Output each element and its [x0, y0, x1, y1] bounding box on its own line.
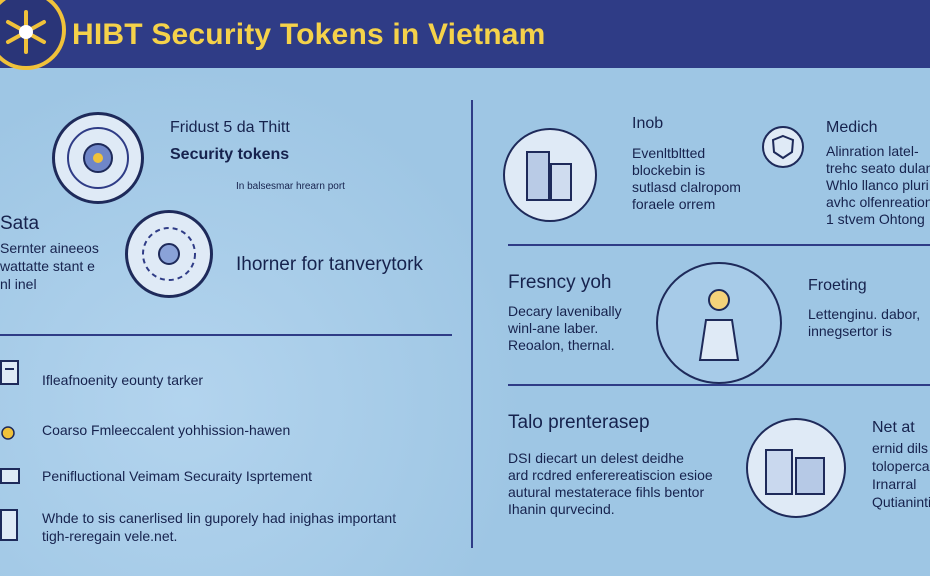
top1-line-3: sutlasd clalropom	[632, 179, 741, 195]
bot1-line-4: Ihanin qurvecind.	[508, 501, 615, 517]
network-circle-icon	[125, 210, 213, 298]
top1-line-2: blockebin is	[632, 162, 706, 178]
right-divider-bottom	[508, 384, 930, 386]
block2-line-3: nl inel	[0, 276, 37, 292]
top2-line-3: Whlo llanco pluri	[826, 177, 929, 193]
right-divider-top	[508, 244, 930, 246]
building-circle-icon	[746, 418, 846, 518]
block1-caption: In balsesmar hrearn port	[236, 181, 345, 192]
mid1-line-3: Reoalon, thernal.	[508, 337, 615, 353]
mid2-line-2: innegsertor is	[808, 323, 893, 339]
list-item: Whde to sis canerlised lin guporely had …	[42, 510, 397, 526]
bot2-line-2: toloperca	[872, 458, 930, 474]
bot1-line-2: ard rcdred enferereatiscion esioe	[508, 467, 713, 483]
top2-line-1: Alinration latel-	[826, 143, 919, 159]
bot1-heading: Talo prenterasep	[508, 412, 650, 433]
mid1-line-1: Decary lavenibally	[508, 303, 622, 319]
top2-line-2: trehc seato dulane	[826, 160, 930, 176]
mid2-heading: Froeting	[808, 277, 867, 294]
mid1-heading: Fresncy yoh	[508, 272, 612, 293]
list-item: tigh-reregain vele.net.	[42, 528, 178, 544]
page-title: HIBT Security Tokens in Vietnam	[72, 18, 546, 51]
top1-heading: Inob	[632, 115, 664, 132]
person-circle-icon	[656, 262, 782, 384]
bot2-line-3: Irnarral	[872, 476, 917, 492]
list-item: Penifluctional Veimam Securaity Isprteme…	[42, 468, 313, 484]
left-divider	[0, 334, 452, 336]
block2-caption: Ihorner for tanverytork	[236, 254, 423, 275]
bot1-line-1: DSI diecart un delest deidhe	[508, 450, 684, 466]
card-icon	[0, 468, 20, 484]
block2-line-2: wattatte stant e	[0, 258, 95, 274]
top1-line-4: foraele orrem	[632, 196, 716, 212]
mid2-line-1: Lettenginu. dabor,	[808, 306, 921, 322]
column-divider	[471, 100, 473, 548]
token-circle-icon	[52, 112, 144, 204]
sun-icon	[1, 426, 15, 440]
block1-line1: Fridust 5 da Thitt	[170, 119, 290, 136]
list-item: Ifleafnoenity eounty tarker	[42, 372, 204, 388]
bot2-line-1: ernid dils	[872, 440, 929, 456]
top2-heading: Medich	[826, 119, 878, 136]
mid1-line-2: winl-ane laber.	[508, 320, 599, 336]
block2-heading: Sata	[0, 213, 40, 234]
snowflake-icon	[6, 10, 46, 54]
top1-line-1: Evenltbltted	[632, 145, 706, 161]
top2-line-4: avhc olfenreations	[826, 194, 930, 210]
pen-icon	[0, 509, 18, 541]
block2-line-1: Sernter aineeos	[0, 240, 99, 256]
snowflake-logo	[0, 0, 66, 70]
bot1-line-3: autural mestaterace fihls bentor	[508, 484, 705, 500]
document-icon	[0, 360, 19, 385]
shield-circle-icon	[762, 126, 804, 168]
top2-line-5: 1 stvem Ohtong	[826, 211, 925, 227]
header-banner	[0, 0, 930, 68]
block1-line2: Security tokens	[170, 146, 290, 163]
city-circle-icon	[503, 128, 597, 222]
bot2-heading: Net at	[872, 419, 915, 436]
list-item: Coarso Fmleeccalent yohhission-hawen	[42, 422, 291, 438]
bot2-line-4: Qutianintion	[872, 494, 930, 510]
